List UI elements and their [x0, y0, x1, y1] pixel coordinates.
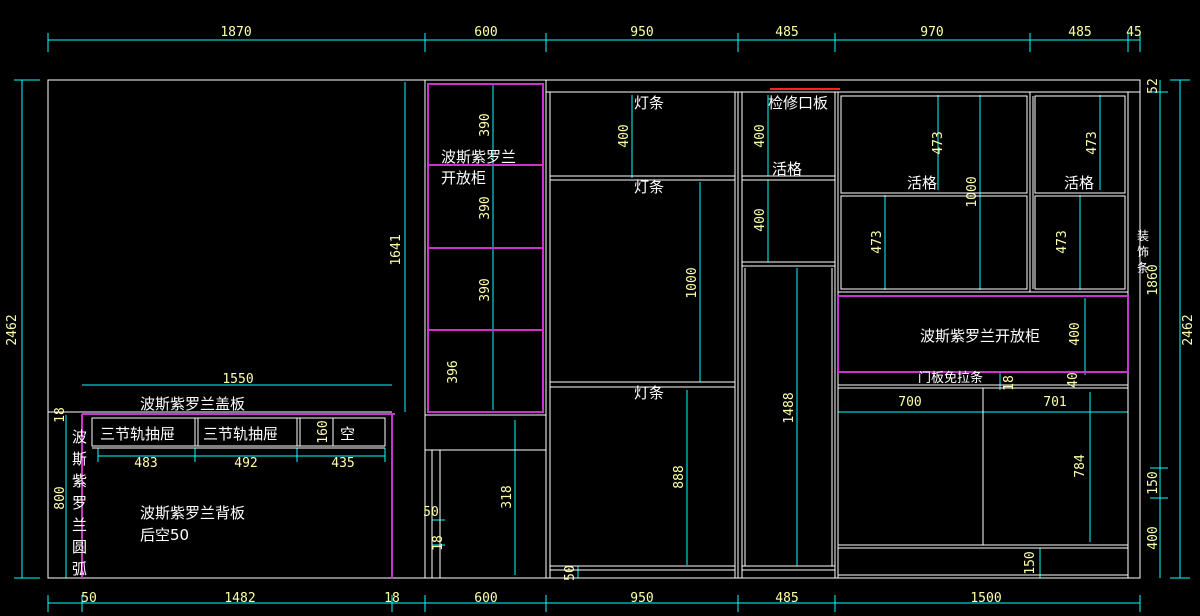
label-open-cabinet-1: 波斯紫罗兰 [441, 148, 516, 166]
dim-top-4: 485 [775, 25, 798, 40]
label-light-strip-1: 灯条 [634, 94, 664, 112]
dim-desk-800: 800 [53, 486, 68, 509]
dim-right-400: 400 [1146, 526, 1161, 549]
dim-col5-1000: 1000 [965, 176, 980, 207]
dim-top-5: 970 [920, 25, 943, 40]
label-drawer-1: 三节轨抽屉 [100, 425, 175, 443]
dim-bottom-1: 50 [81, 591, 97, 606]
label-side-arc-2: 斯 [72, 450, 87, 468]
dim-top-2: 600 [474, 25, 497, 40]
dim-col5-473b: 473 [870, 230, 885, 253]
violet-elements [81, 83, 1129, 578]
dim-left-total: 2462 [5, 314, 20, 345]
dim-col6-473b: 473 [1055, 230, 1070, 253]
label-door-handle-strip: 门板免拉条 [918, 370, 983, 386]
dim-right-total: 2462 [1181, 314, 1196, 345]
cabinet-frame [47, 79, 1141, 579]
dimension-lines [14, 33, 1190, 612]
dim-bottom-4: 600 [474, 591, 497, 606]
label-shelf-col4: 活格 [772, 160, 802, 178]
label-decor-strip-1: 装 [1137, 229, 1149, 243]
label-back-panel-2: 后空50 [140, 526, 189, 544]
dim-col4-400a: 400 [753, 124, 768, 147]
dim-drawer-1: 483 [134, 456, 157, 471]
label-side-arc-7: 弧 [72, 560, 87, 578]
label-light-strip-3: 灯条 [634, 384, 664, 402]
dim-col3-1000: 1000 [685, 267, 700, 298]
label-side-arc-6: 圆 [72, 538, 87, 556]
label-side-arc-3: 紫 [72, 472, 87, 490]
dim-col6-473a: 473 [1085, 131, 1100, 154]
label-drawer-2: 三节轨抽屉 [203, 425, 278, 443]
label-shelf-col6: 活格 [1064, 174, 1094, 192]
label-side-arc-5: 兰 [72, 516, 87, 534]
dim-drawer-160: 160 [316, 420, 331, 443]
dim-col2-318: 318 [500, 485, 515, 508]
dim-violet-1: 390 [478, 113, 493, 136]
dim-right-mid: 1860 [1146, 264, 1161, 295]
label-decor-strip-2: 饰 [1137, 245, 1149, 259]
dim-right-150: 150 [1146, 471, 1161, 494]
label-side-arc-1: 波 [72, 428, 87, 446]
dim-desk-18: 18 [53, 407, 68, 423]
dim-drawer-3: 435 [331, 456, 354, 471]
dim-drawer-2: 492 [234, 456, 257, 471]
label-shelf-col5: 活格 [907, 174, 937, 192]
dim-col2-18: 18 [431, 535, 446, 551]
dim-door-150: 150 [1023, 551, 1038, 574]
component-labels: 波斯紫罗兰 开放柜 波斯紫罗兰盖板 三节轨抽屉 三节轨抽屉 空 波 斯 紫 罗 … [72, 94, 1149, 578]
dim-violet-2: 390 [478, 196, 493, 219]
dim-top-6: 485 [1068, 25, 1091, 40]
dim-cover-width: 1550 [222, 372, 253, 387]
dim-col4-400b: 400 [753, 208, 768, 231]
dim-bottom-2: 1482 [224, 591, 255, 606]
dim-col3-888: 888 [672, 465, 687, 488]
dim-door-18: 18 [1002, 375, 1017, 391]
label-open-cabinet-right: 波斯紫罗兰开放柜 [920, 327, 1040, 345]
label-open-cabinet-2: 开放柜 [441, 169, 486, 187]
dim-col2-50: 50 [423, 505, 439, 520]
dim-col5-473a: 473 [931, 131, 946, 154]
dim-top-7: 45 [1126, 25, 1142, 40]
label-access-panel: 检修口板 [768, 94, 828, 112]
dim-bottom-7: 1500 [970, 591, 1001, 606]
label-empty: 空 [340, 425, 355, 443]
dim-bottom-5: 950 [630, 591, 653, 606]
dim-violet-3: 390 [478, 278, 493, 301]
label-decor-strip-3: 条 [1137, 261, 1149, 275]
dim-door-701: 701 [1043, 395, 1066, 410]
dim-violet-open-40: 40 [1066, 372, 1081, 388]
label-cover-panel: 波斯紫罗兰盖板 [140, 395, 245, 413]
dim-violet-open-400: 400 [1068, 322, 1083, 345]
dim-top-3: 950 [630, 25, 653, 40]
dim-top-1: 1870 [220, 25, 251, 40]
label-back-panel-1: 波斯紫罗兰背板 [140, 504, 245, 522]
dim-door-700: 700 [898, 395, 921, 410]
dim-door-784: 784 [1073, 454, 1088, 478]
dim-bottom-6: 485 [775, 591, 798, 606]
label-light-strip-2: 灯条 [634, 178, 664, 196]
dimension-labels: 1870 600 950 485 970 485 45 50 1482 18 6… [5, 25, 1196, 606]
dim-col4-1488: 1488 [782, 392, 797, 423]
dim-bottom-3: 18 [384, 591, 400, 606]
dim-left-cabinet: 1641 [389, 234, 404, 265]
label-side-arc-4: 罗 [72, 494, 87, 512]
dim-violet-4: 396 [446, 360, 461, 383]
dim-right-top: 52 [1146, 78, 1161, 94]
dim-col3-400: 400 [617, 124, 632, 147]
dim-col3-50: 50 [563, 565, 578, 581]
